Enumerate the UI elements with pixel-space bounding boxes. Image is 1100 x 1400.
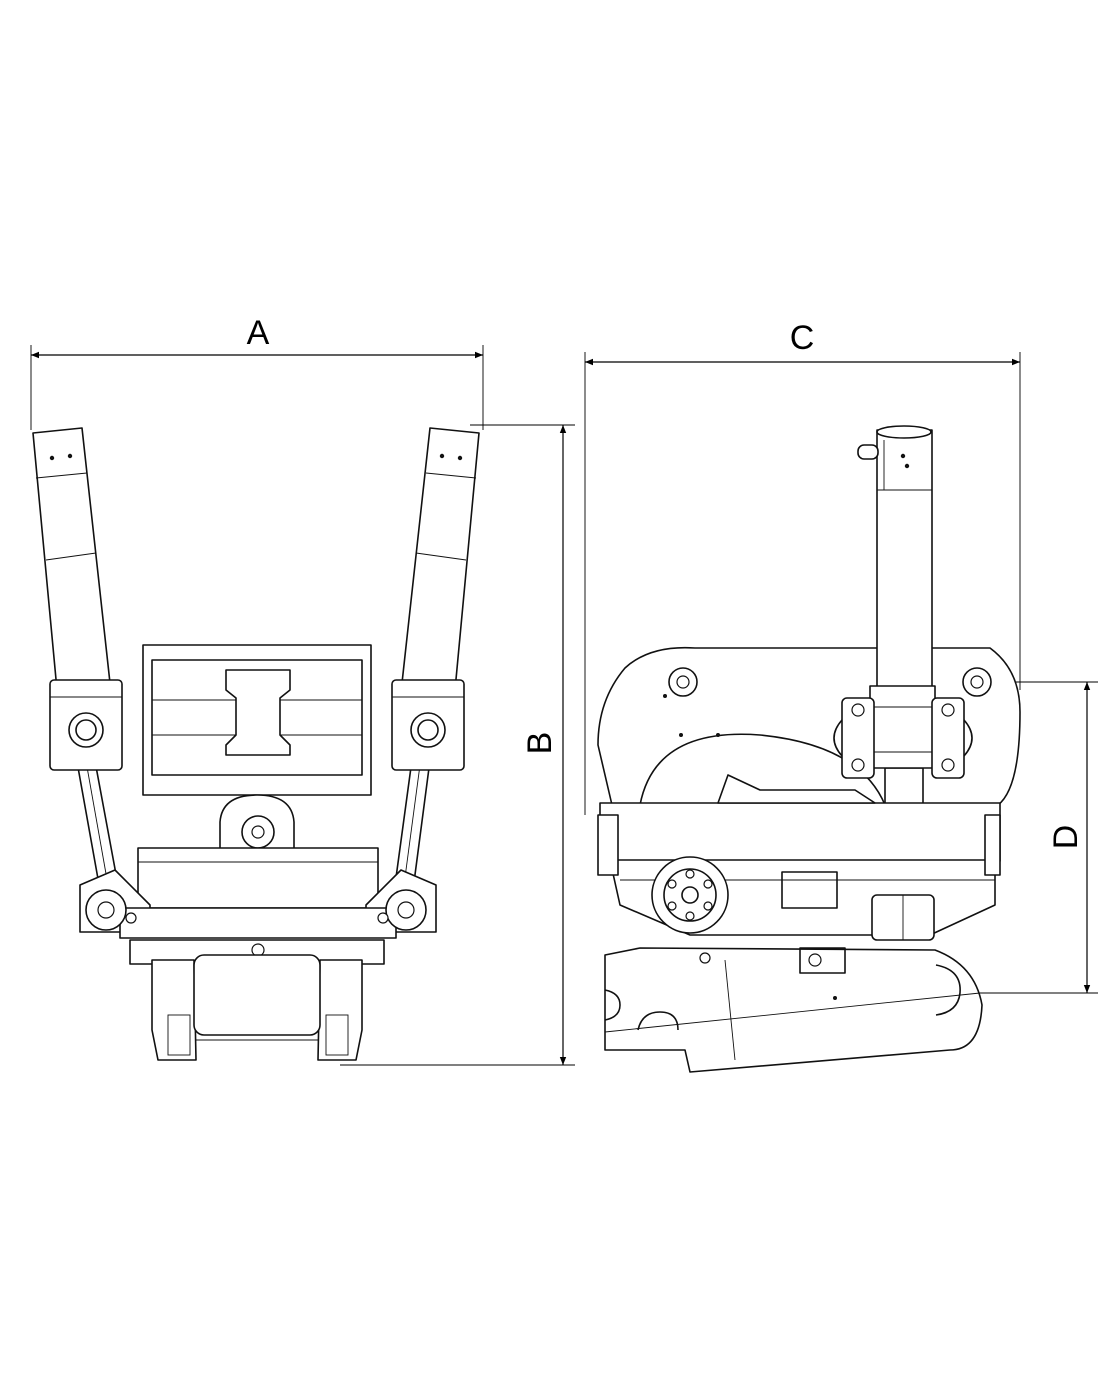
side-cylinder-clamp [833,685,973,779]
front-left-clamp [49,679,123,771]
dimension-d-label: D [1047,825,1085,850]
front-rotator-housing [79,847,437,939]
dimension-b-label: B [521,732,559,755]
dimension-c-label: C [790,319,815,357]
side-lower-coupler [604,947,983,1073]
dimension-b: B [340,424,575,1066]
front-pivot-pins [85,889,427,931]
side-rotator-gear [651,856,729,934]
front-right-cylinder [401,427,480,691]
front-right-clamp [391,679,465,771]
tiltrotator-side-view [597,425,1021,1073]
dimension-c: C [584,319,1021,815]
dimension-a: A [30,314,484,430]
front-upper-beam [142,644,372,796]
front-lower-coupler [129,939,385,1061]
dimension-a-label: A [247,314,270,352]
tiltrotator-front-view [32,427,480,1061]
front-left-cylinder [32,427,111,691]
side-tilt-pin [871,894,935,941]
